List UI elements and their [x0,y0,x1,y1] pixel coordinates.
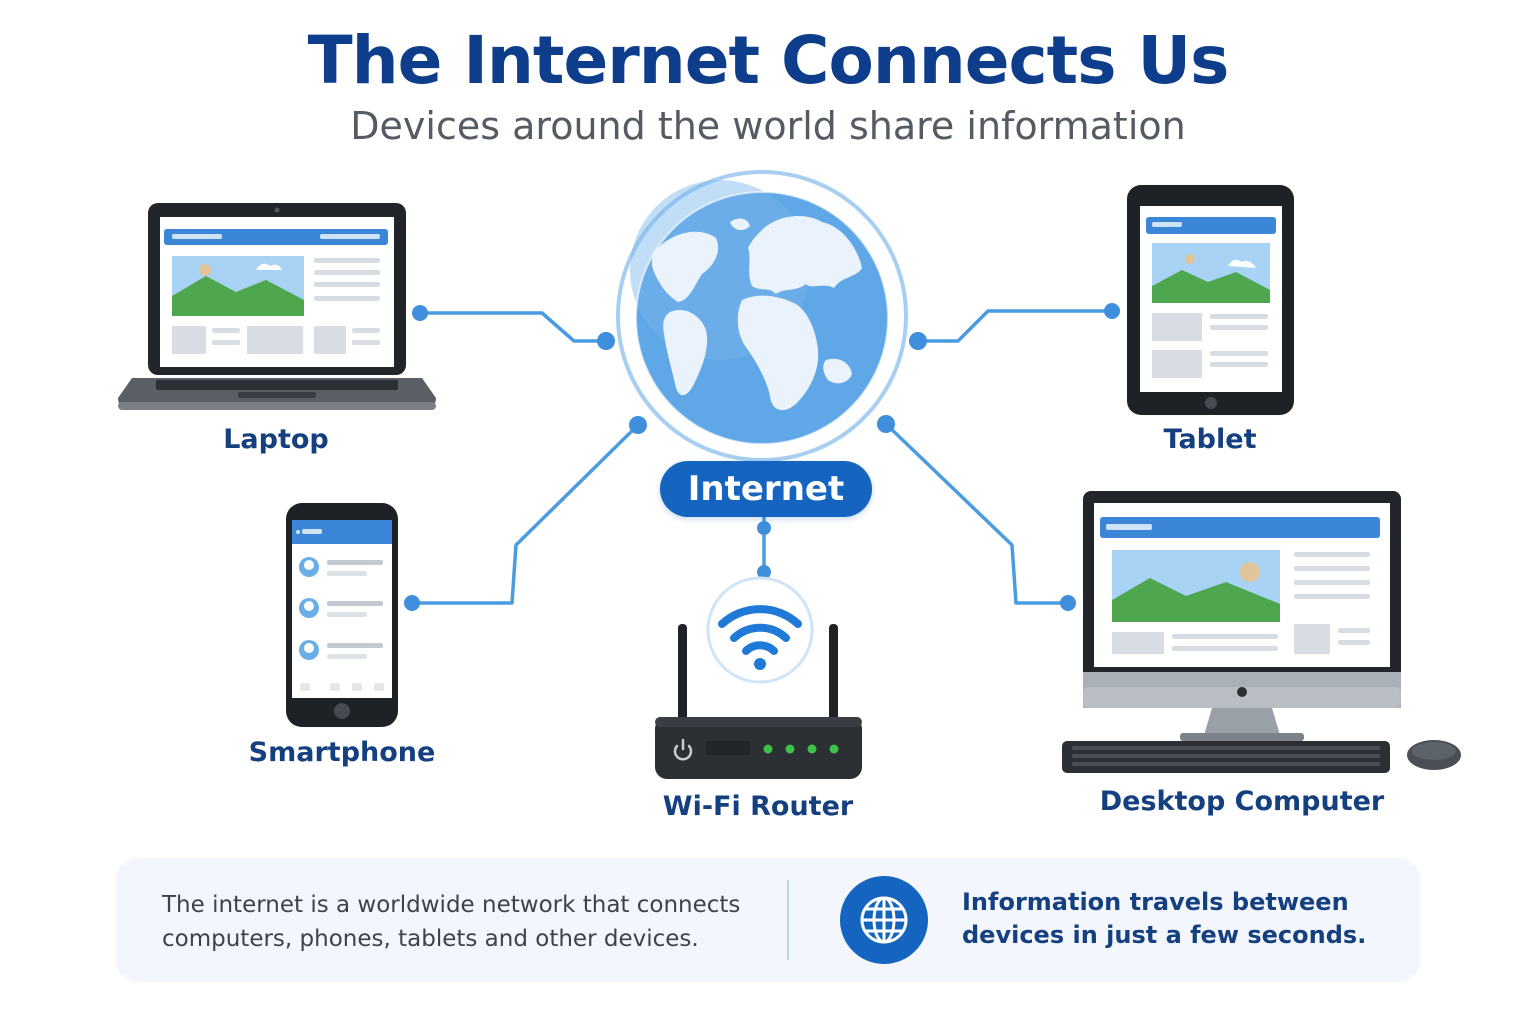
connection-dots [404,303,1120,611]
info-highlight: Information travels between devices in j… [962,888,1367,949]
globe-icon [840,876,928,964]
info-description: The internet is a worldwide network that… [162,892,741,952]
page-title: The Internet Connects Us [307,22,1230,99]
globe-icon [616,170,908,462]
line-laptop [420,311,606,343]
tablet-label: Tablet [1163,424,1257,455]
wifi-icon [706,576,814,684]
tablet-icon [1127,185,1294,415]
line-tablet [918,309,1112,343]
desktop-label: Desktop Computer [1099,786,1385,817]
laptop-icon [118,203,436,410]
smartphone-icon [286,503,398,727]
line-phone [412,423,640,605]
desktop-icon [1062,491,1461,773]
router-label: Wi-Fi Router [662,791,854,822]
power-icon [673,738,693,761]
smartphone-label: Smartphone [248,737,436,768]
router-icon [655,624,862,779]
laptop-label: Laptop [223,424,329,455]
line-desktop [884,422,1068,605]
info-divider [787,880,789,960]
internet-label: Internet [660,461,872,517]
page-subtitle: Devices around the world share informati… [350,104,1186,148]
info-panel: The internet is a worldwide network that… [116,858,1420,982]
